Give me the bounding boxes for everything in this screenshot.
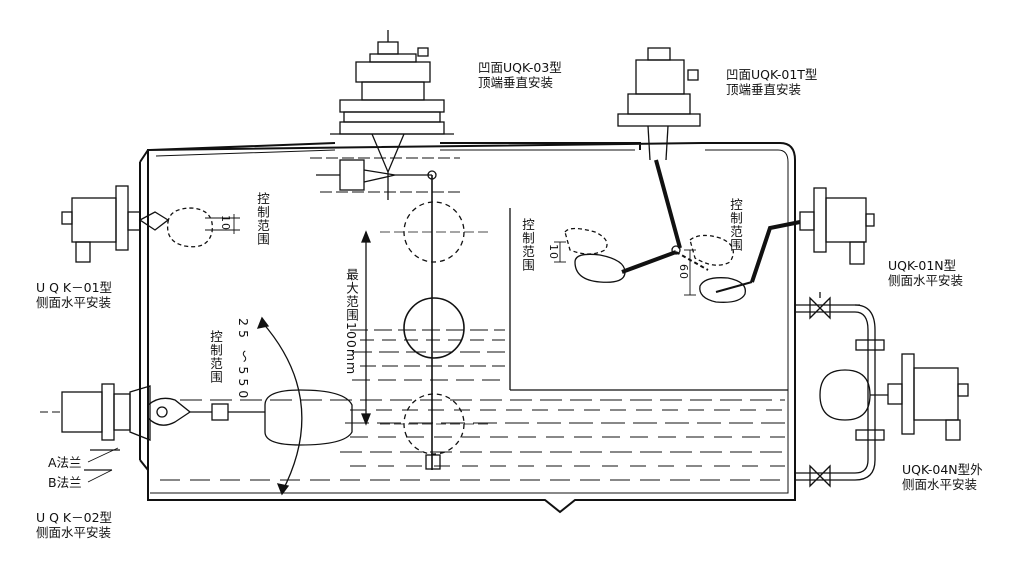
uqk04n-label-line2: 侧面水平安装 — [902, 477, 978, 492]
uqk01n-label-line1: UQK-01N型 — [888, 258, 957, 273]
uqk03-label-line1: 凹面UQK-03型 — [478, 60, 562, 75]
dim-60-lines — [684, 249, 696, 296]
uqk01n-label: UQK-01N型 侧面水平安装 — [888, 258, 963, 288]
uqk-03-switch — [310, 30, 460, 470]
uqk01t-label-line1: 凹面UQK-01T型 — [726, 67, 818, 82]
water-surface-lines — [160, 329, 785, 481]
tank-body — [139, 142, 796, 514]
a-flange-label: A法兰 — [48, 455, 82, 470]
control-range-label-uqk01: 控制范围 — [255, 192, 270, 246]
uqk-04n-switch — [795, 292, 969, 488]
uqk01-label-line1: U Q K－01型 — [36, 280, 113, 295]
dim-10-right: 10 — [547, 244, 560, 260]
dim-60: 60 — [677, 264, 690, 280]
uqk03-label: 凹面UQK-03型 顶端垂直安装 — [478, 60, 562, 90]
uqk02-label: U Q K－02型 侧面水平安装 — [36, 510, 112, 540]
uqk01t-label: 凹面UQK-01T型 顶端垂直安装 — [726, 67, 817, 97]
control-range-label-uqk01t: 控制范围 — [520, 218, 535, 272]
range-25-550-label: 25 ～550 — [236, 318, 251, 403]
b-flange-label: B法兰 — [48, 475, 82, 490]
center-floats — [380, 201, 490, 470]
uqk01-label-line2: 侧面水平安装 — [36, 295, 112, 310]
max-range-arrow — [361, 230, 371, 426]
dim-10-left: 10 — [219, 215, 232, 231]
uqk01t-label-line2: 顶端垂直安装 — [726, 82, 802, 97]
uqk02-label-line2: 侧面水平安装 — [36, 525, 112, 540]
uqk-01n-switch — [689, 187, 875, 303]
inner-partition — [509, 208, 788, 391]
control-range-label-uqk02: 控制范围 — [208, 330, 223, 384]
uqk-01t-floats — [564, 227, 626, 283]
uqk-02-range-arc — [256, 316, 303, 496]
dim-10-right-lines — [554, 241, 566, 263]
max-range-label: 最大范围100mm — [344, 268, 359, 376]
uqk04n-label-line1: UQK-04N型外 — [902, 462, 983, 477]
flange-leaders — [87, 447, 119, 483]
uqk-02-switch — [40, 383, 353, 471]
uqk-01-switch — [61, 185, 240, 263]
uqk01-label: U Q K－01型 侧面水平安装 — [36, 280, 112, 310]
uqk04n-label: UQK-04N型外 侧面水平安装 — [902, 462, 983, 492]
control-range-label-uqk01n: 控制范围 — [728, 198, 743, 252]
uqk03-label-line2: 顶端垂直安装 — [478, 75, 554, 90]
uqk02-label-line1: U Q K－02型 — [36, 510, 113, 525]
uqk01n-label-line2: 侧面水平安装 — [888, 273, 964, 288]
uqk-01t-switch — [617, 47, 709, 274]
